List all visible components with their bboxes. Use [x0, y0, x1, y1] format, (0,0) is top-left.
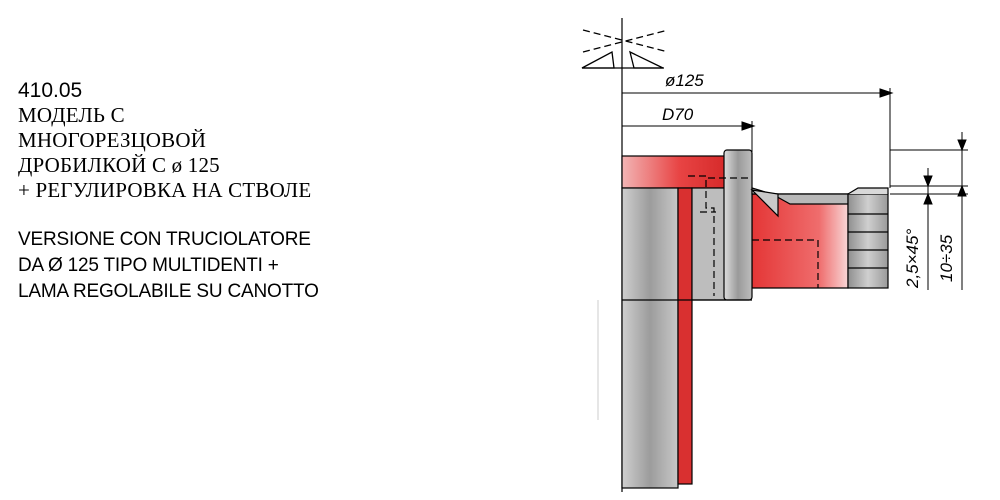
it-line: VERSIONE CON TRUCIOLATORE — [18, 229, 311, 250]
russian-description: МОДЕЛЬ С МНОГОРЕЗЦОВОЙ ДРОБИЛКОЙ С ø 125… — [18, 103, 578, 203]
chamfer-label: 2,5×45° — [903, 229, 922, 289]
inner-diameter-label: D70 — [662, 105, 694, 124]
dimension-height-range — [957, 132, 967, 290]
height-range-label: 10÷35 — [937, 234, 956, 282]
dimension-inner-diameter — [622, 121, 756, 152]
extension-lines — [890, 149, 968, 195]
dimension-chamfer — [923, 168, 933, 290]
ru-line: МОДЕЛЬ С — [18, 103, 125, 127]
ru-line: + РЕГУЛИРОВКА НА СТВОЛЕ — [18, 178, 312, 202]
it-line: LAMA REGOLABILE SU CANOTTO — [18, 281, 319, 302]
model-code: 410.05 — [18, 79, 83, 102]
it-line: DA Ø 125 TIPO MULTIDENTI + — [18, 255, 279, 276]
description-panel: 410.05 МОДЕЛЬ С МНОГОРЕЗЦОВОЙ ДРОБИЛКОЙ … — [18, 78, 578, 305]
dimension-outer-diameter — [622, 88, 894, 188]
ru-line: ДРОБИЛКОЙ С ø 125 — [18, 153, 220, 177]
ru-line: МНОГОРЕЗЦОВОЙ — [18, 128, 207, 152]
tool-cross-section — [621, 149, 889, 489]
outer-diameter-label: ø125 — [665, 71, 704, 90]
italian-description: VERSIONE CON TRUCIOLATORE DA Ø 125 TIPO … — [18, 227, 578, 305]
hidden-contours — [688, 175, 819, 296]
rotation-symbol — [581, 29, 669, 69]
